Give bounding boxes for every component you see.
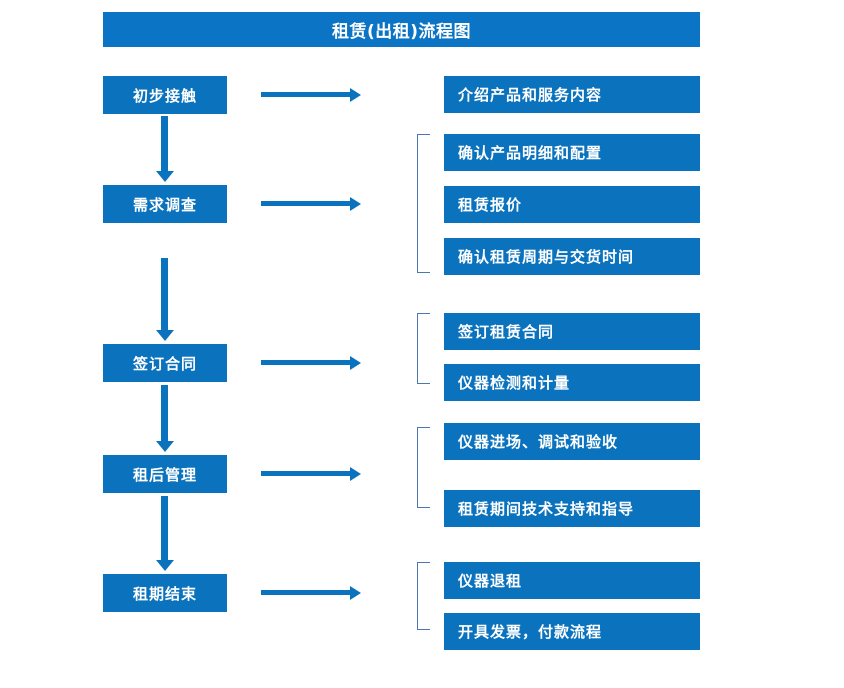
stage-box-zuqi-jieshu[interactable]: 租期结束 [103, 574, 227, 612]
vertical-arrow-4 [156, 496, 174, 571]
detail-box-jieshao-chanpin[interactable]: 介绍产品和服务内容 [444, 76, 700, 113]
bracket-group-hetong [417, 313, 430, 384]
stage-box-qianding-hetong[interactable]: 签订合同 [103, 344, 227, 382]
detail-box-yiqi-jinchang[interactable]: 仪器进场、调试和验收 [444, 423, 700, 460]
page-title: 租赁(出租)流程图 [103, 12, 700, 47]
horizontal-arrow-1 [261, 88, 361, 102]
bracket-group-xuqiu [417, 134, 430, 273]
stage-box-chubu-jiechu[interactable]: 初步接触 [103, 76, 227, 114]
detail-box-qianding-zulin-hetong[interactable]: 签订租赁合同 [444, 313, 700, 350]
detail-box-zulin-baojia[interactable]: 租赁报价 [444, 186, 700, 223]
bracket-group-zuhou [417, 427, 430, 508]
vertical-arrow-1 [156, 116, 174, 182]
detail-box-yiqi-tuizu[interactable]: 仪器退租 [444, 562, 700, 599]
vertical-arrow-2 [156, 258, 174, 341]
horizontal-arrow-4 [261, 467, 361, 481]
stage-box-xuqiu-diaocha[interactable]: 需求调查 [103, 185, 227, 223]
horizontal-arrow-3 [261, 356, 361, 370]
bracket-group-jieshu [417, 562, 430, 630]
horizontal-arrow-5 [261, 586, 361, 600]
horizontal-arrow-2 [261, 197, 361, 211]
detail-box-queren-zhouqi[interactable]: 确认租赁周期与交货时间 [444, 238, 700, 275]
detail-box-kaiju-fapiao[interactable]: 开具发票，付款流程 [444, 613, 700, 650]
detail-box-yiqi-jiance[interactable]: 仪器检测和计量 [444, 364, 700, 401]
detail-box-jishu-zhichi[interactable]: 租赁期间技术支持和指导 [444, 490, 700, 527]
vertical-arrow-3 [156, 385, 174, 452]
stage-box-zuhou-guanli[interactable]: 租后管理 [103, 455, 227, 493]
detail-box-queren-mingxi[interactable]: 确认产品明细和配置 [444, 134, 700, 171]
